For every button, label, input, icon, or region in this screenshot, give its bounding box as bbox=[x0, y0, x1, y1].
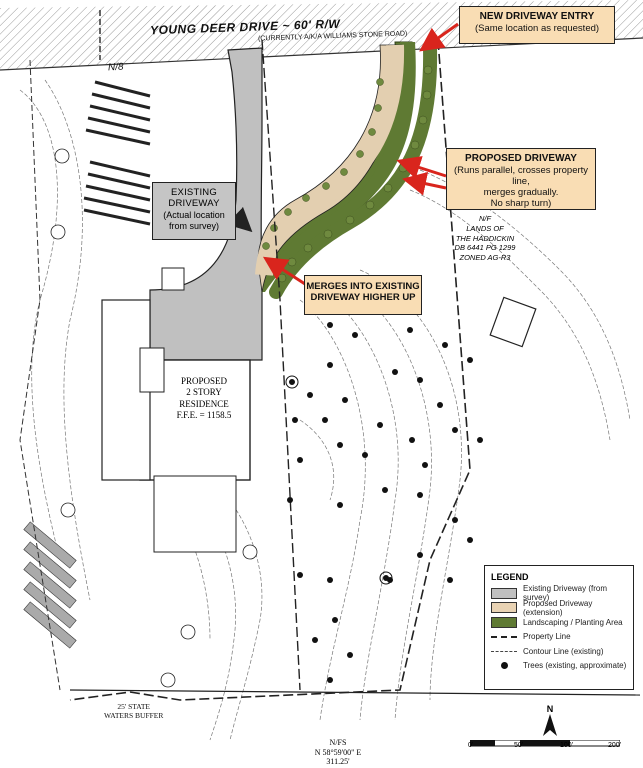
legend-item-existing: Existing Driveway (from survey) bbox=[491, 584, 627, 603]
callout-existing-sub: (Actual location bbox=[163, 209, 225, 220]
adjacent-line: N/F bbox=[478, 214, 492, 223]
scale-tick: 200' bbox=[608, 742, 622, 749]
legend-item-landscape: Landscaping / Planting Area bbox=[491, 615, 627, 630]
callout-entry-text: (Same location as requested) bbox=[474, 22, 600, 34]
callout-proposed-line: merges gradually. bbox=[483, 187, 559, 199]
existing-driveway bbox=[149, 47, 263, 361]
left-line bbox=[19, 59, 61, 691]
proposed-driveway-fill bbox=[255, 44, 405, 276]
bearing-label: N/FS N 58°59'00" E 311.25' bbox=[268, 738, 408, 767]
road-nf-label: N/8 bbox=[107, 61, 124, 74]
property-line-swatch bbox=[491, 635, 517, 638]
north-label: N bbox=[546, 704, 554, 714]
existing-driveway-swatch bbox=[491, 587, 517, 599]
callout-existing-line: DRIVEWAY bbox=[168, 198, 220, 210]
legend-label: Property Line bbox=[523, 632, 571, 642]
bottom-boundary bbox=[69, 689, 641, 696]
bearing-line: N/FS bbox=[329, 738, 347, 747]
landscape-band bbox=[269, 41, 438, 299]
adjacent-line: LANDS OF bbox=[466, 223, 504, 233]
scale-tick: 100' bbox=[560, 742, 574, 749]
contour-lines bbox=[19, 79, 631, 741]
callout-proposed-line: (Runs parallel, crosses property line, bbox=[453, 164, 589, 187]
buffer-line: WATERS BUFFER bbox=[104, 710, 164, 720]
scale-tick: 0' bbox=[468, 742, 474, 749]
property-line bbox=[69, 39, 471, 701]
callout-merge-line: MERGES INTO EXISTING bbox=[306, 281, 420, 292]
callout-proposed-line: No sharp turn) bbox=[490, 198, 552, 210]
callout-proposed-driveway: PROPOSED DRIVEWAY (Runs parallel, crosse… bbox=[446, 148, 596, 210]
legend-item-contour: Contour Line (existing) bbox=[491, 644, 627, 659]
legend-label: Landscaping / Planting Area bbox=[523, 617, 623, 627]
shrub-dots bbox=[262, 65, 433, 283]
callout-new-entry: NEW DRIVEWAY ENTRY (Same location as req… bbox=[459, 6, 615, 44]
shed bbox=[161, 267, 185, 291]
bearing-line: N 58°59'00" E bbox=[314, 747, 362, 757]
residence-line: RESIDENCE bbox=[179, 398, 229, 409]
legend-item-property: Property Line bbox=[491, 630, 627, 645]
legend-title: LEGEND bbox=[491, 572, 529, 582]
residence-deck bbox=[153, 475, 237, 553]
callout-existing-line: EXISTING bbox=[171, 187, 217, 198]
callout-existing-sub: from survey) bbox=[168, 220, 219, 231]
adjacent-line: ZONED AG-R3 bbox=[459, 253, 511, 262]
callout-existing-driveway: EXISTING DRIVEWAY (Actual location from … bbox=[152, 182, 236, 240]
adjacent-house bbox=[489, 296, 537, 348]
tree-clusters bbox=[285, 375, 393, 585]
landscape-swatch bbox=[491, 616, 517, 628]
circle-markers bbox=[50, 148, 258, 688]
property-line-inner bbox=[261, 39, 301, 691]
legend-item-trees: Trees (existing, approximate) bbox=[491, 659, 627, 674]
tree-icon bbox=[491, 660, 517, 671]
scale-bar-graphic bbox=[469, 739, 621, 747]
legend-item-proposed: Proposed Driveway (extension) bbox=[491, 598, 627, 617]
residence-line: PROPOSED bbox=[180, 376, 227, 386]
legend: LEGEND Existing Driveway (from survey) P… bbox=[484, 565, 634, 690]
north-arrow: N bbox=[540, 704, 560, 736]
residence-line: 2 STORY bbox=[186, 387, 222, 398]
parking-stripes bbox=[83, 80, 151, 226]
adjacent-line: DB 6441 PG 1299 bbox=[454, 243, 516, 253]
scale-bar: 0' 50' 100' 200' bbox=[468, 735, 622, 753]
residence-label: PROPOSED 2 STORY RESIDENCE F.F.E. = 1158… bbox=[156, 376, 252, 421]
legend-label: Proposed Driveway (extension) bbox=[523, 598, 593, 617]
callout-entry-title: NEW DRIVEWAY ENTRY bbox=[479, 11, 595, 22]
buffer-line: 25' STATE bbox=[117, 702, 151, 711]
red-arrows bbox=[262, 22, 459, 286]
adjacent-line: THE HADDICKIN bbox=[455, 233, 515, 243]
scale-tick: 50' bbox=[514, 742, 524, 749]
north-arrow-icon bbox=[543, 714, 557, 736]
bearing-line: 311.25' bbox=[326, 757, 350, 767]
callout-proposed-title: PROPOSED DRIVEWAY bbox=[465, 153, 577, 164]
shade-blocks bbox=[23, 521, 77, 649]
legend-label: Contour Line (existing) bbox=[523, 646, 604, 656]
trees bbox=[287, 322, 483, 683]
residence-porch bbox=[139, 347, 165, 393]
adjacent-owner-label: N/F LANDS OF THE HADDICKIN DB 6441 PG 12… bbox=[430, 214, 540, 263]
legend-label: Existing Driveway (from survey) bbox=[523, 584, 608, 603]
proposed-driveway-swatch bbox=[491, 602, 517, 614]
waters-buffer-label: 25' STATE WATERS BUFFER bbox=[104, 702, 164, 720]
residence-line: F.F.E. = 1158.5 bbox=[176, 409, 232, 420]
legend-label: Trees (existing, approximate) bbox=[523, 661, 627, 671]
callout-merge: MERGES INTO EXISTING DRIVEWAY HIGHER UP bbox=[304, 275, 422, 315]
contour-line-swatch bbox=[491, 650, 517, 652]
callout-merge-line: DRIVEWAY HIGHER UP bbox=[310, 292, 416, 304]
